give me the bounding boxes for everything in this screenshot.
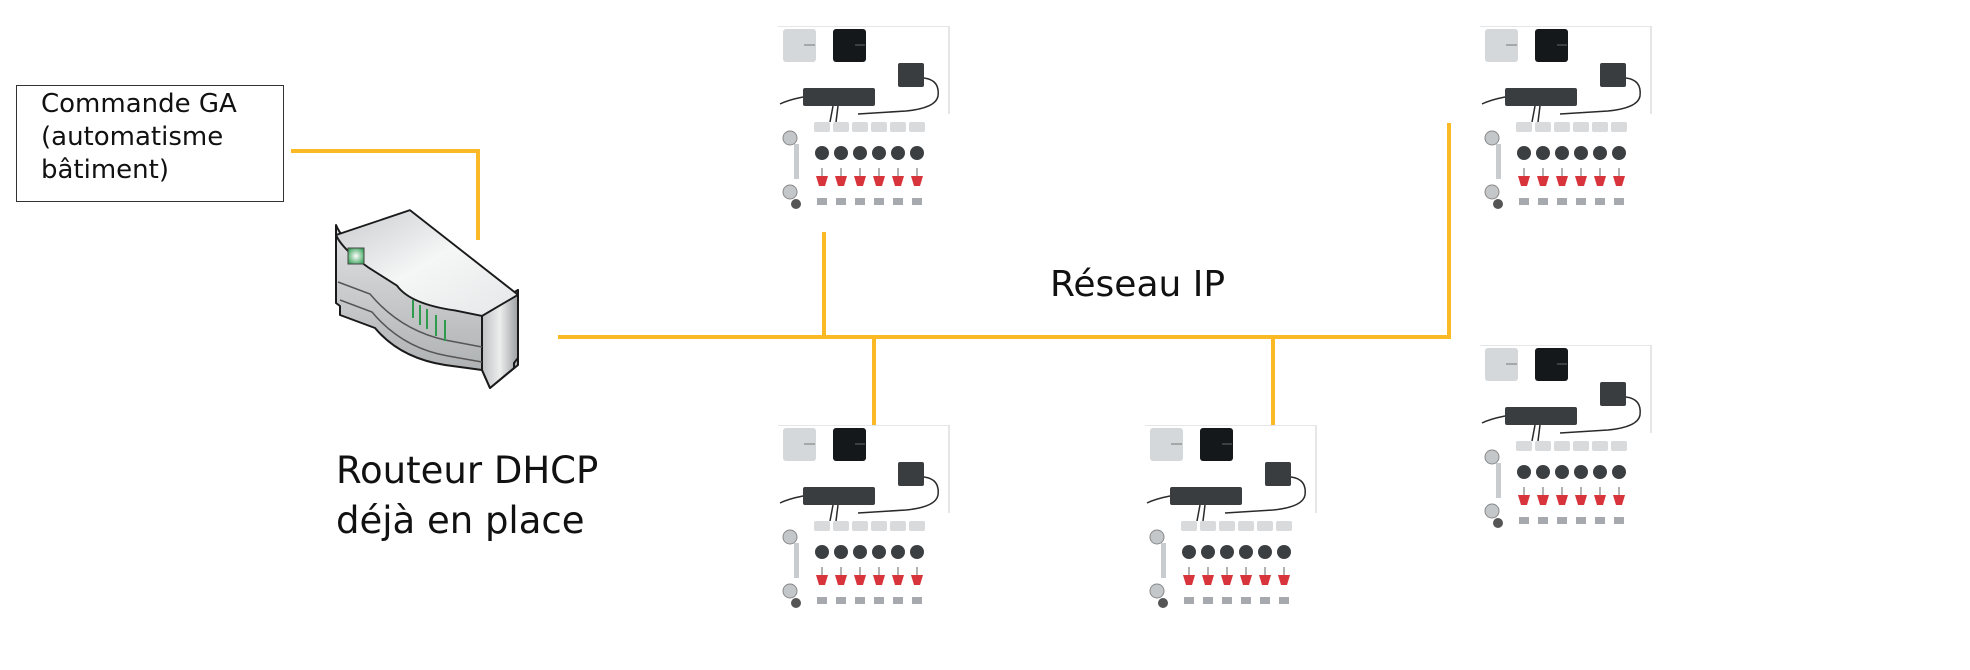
ga-controller-line-1: Commande GA: [41, 89, 237, 119]
ga-link-line: [291, 149, 480, 240]
ga-controller-box: Commande GA (automatisme bâtiment): [16, 85, 284, 202]
heating-controller-device-1: [778, 26, 951, 210]
ga-controller-line-2: (automatisme: [41, 122, 224, 152]
router-icon: [335, 209, 519, 389]
router-port-leds: [412, 300, 446, 341]
router-label: Routeur DHCP déjà en place: [336, 446, 598, 546]
heating-controller-device-3: [778, 425, 951, 609]
router-label-line-2: déjà en place: [336, 499, 585, 542]
network-label: Réseau IP: [1050, 264, 1226, 305]
router-status-led: [347, 247, 365, 265]
heating-controller-device-4: [1145, 425, 1318, 609]
ga-controller-line-3: bâtiment): [41, 155, 169, 185]
router-label-line-1: Routeur DHCP: [336, 449, 599, 492]
heating-controller-device-5: [1480, 345, 1653, 529]
heating-controller-device-2: [1480, 26, 1653, 210]
